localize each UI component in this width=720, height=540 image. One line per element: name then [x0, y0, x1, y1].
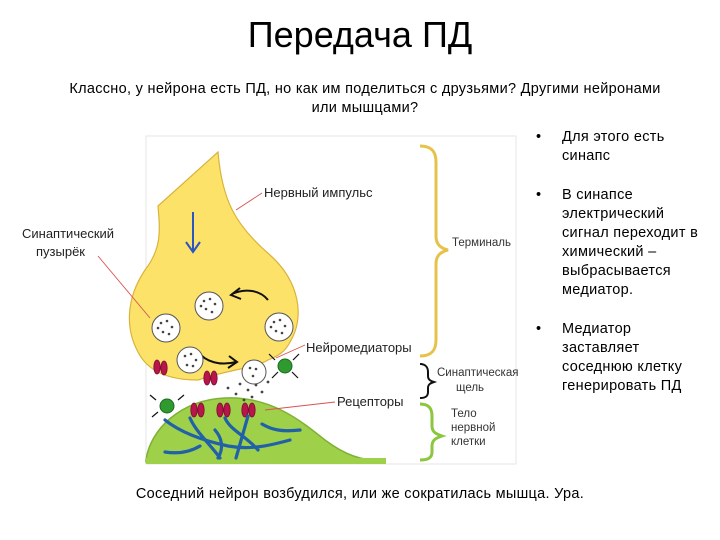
bullet-list: •Для этого есть синапс •В синапсе электр…	[534, 128, 714, 416]
vesicle	[264, 312, 294, 342]
vesicle-contents	[156, 297, 287, 378]
mediator-molecule-top	[268, 353, 300, 379]
mediator-molecule-bottom	[149, 394, 185, 418]
label-terminal: Терминаль	[452, 237, 511, 249]
label-body-3: клетки	[451, 436, 486, 448]
presynaptic-proteins	[153, 359, 218, 386]
label-body-2: нервной	[451, 422, 495, 434]
bullet-item: •Для этого есть синапс	[536, 129, 665, 164]
cell-body-base	[146, 458, 386, 464]
intracellular-fibers	[163, 414, 302, 460]
label-pointers	[97, 192, 336, 411]
label-vesicle-2: пузырёк	[36, 244, 85, 259]
bullet-item: •В синапсе электрический сигнал переходи…	[536, 187, 699, 298]
label-cleft-1: Синаптическая	[437, 367, 518, 379]
synaptic-vesicles	[151, 291, 294, 385]
label-receptors: Рецепторы	[337, 394, 404, 409]
body-bracket	[419, 402, 447, 462]
label-nerve-impulse: Нервный импульс	[264, 185, 373, 200]
cleft-bracket	[419, 363, 438, 399]
postsynaptic-receptors	[190, 402, 256, 418]
bullet-item: •Медиатор заставляет соседнюю клетку ген…	[536, 321, 683, 394]
terminal-bracket	[419, 144, 449, 358]
label-cleft-2: щель	[456, 382, 484, 394]
vesicle	[194, 291, 224, 321]
slide-title: Передача ПД	[247, 14, 473, 55]
label-body-1: Тело	[451, 408, 477, 420]
intro-text: Классно, у нейрона есть ПД, но как им по…	[69, 81, 661, 116]
impulse-arrow	[185, 212, 201, 254]
vesicle-fusing	[241, 359, 267, 385]
footer-text: Соседний нейрон возбудился, или же сокра…	[135, 486, 585, 502]
vesicle	[151, 313, 181, 343]
label-vesicle-1: Синаптический	[22, 226, 114, 241]
cell-body	[145, 397, 386, 463]
released-mediators	[226, 380, 270, 402]
vesicle	[176, 346, 204, 374]
label-neuromediators: Нейромедиаторы	[306, 340, 412, 355]
